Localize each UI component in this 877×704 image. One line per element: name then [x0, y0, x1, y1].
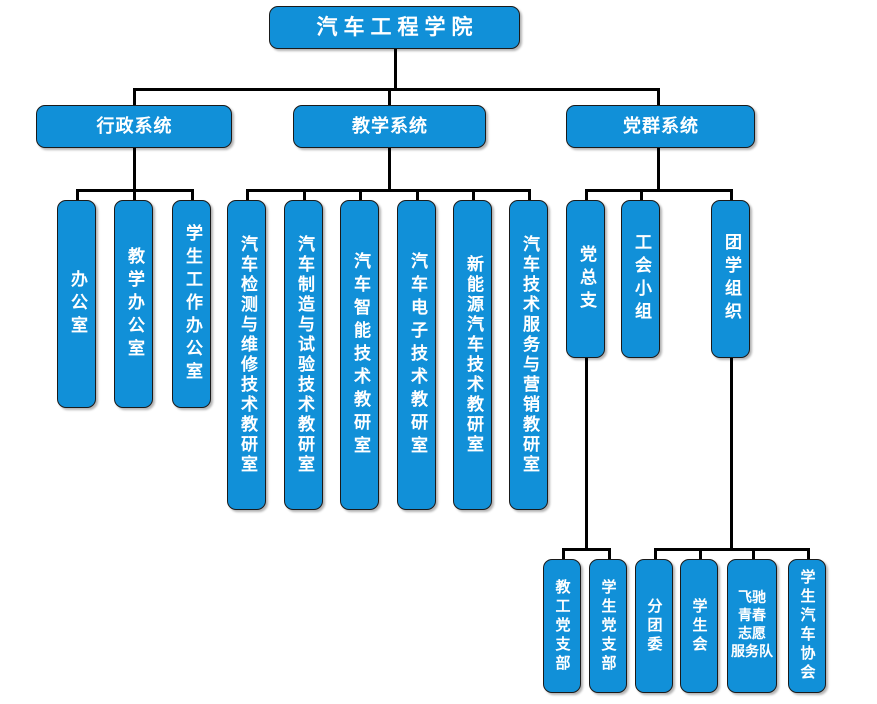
- connector-party-branch-child-1: [562, 548, 565, 560]
- node-teaching-unit-5[interactable]: 新能源汽车技术教研室: [453, 200, 492, 510]
- node-youth-unit-3-line-3: 志愿: [738, 626, 766, 642]
- connector-admin-stem: [133, 147, 136, 191]
- connector-teaching-child-6: [528, 189, 531, 202]
- connector-party-drop: [657, 88, 660, 106]
- node-party-branch-1[interactable]: 教工党支部: [543, 559, 581, 693]
- node-system-teaching[interactable]: 教学系统: [293, 105, 486, 148]
- node-party-branch-2[interactable]: 学生党支部: [589, 559, 627, 693]
- connector-teaching-child-2: [303, 189, 306, 202]
- node-system-party[interactable]: 党群系统: [566, 105, 755, 148]
- connector-party-bar: [586, 189, 732, 192]
- connector-admin-child-2: [133, 189, 136, 202]
- connector-teaching-drop: [388, 88, 391, 106]
- connector-root-stem: [394, 48, 397, 90]
- connector-youth-child-3: [752, 548, 755, 560]
- connector-admin-drop: [133, 88, 136, 106]
- connector-teaching-child-4: [416, 189, 419, 202]
- node-teaching-unit-4[interactable]: 汽车电子技术教研室: [397, 200, 436, 510]
- connector-teaching-bar: [247, 189, 530, 192]
- node-youth-unit-1[interactable]: 分团委: [635, 559, 673, 693]
- node-admin-unit-3[interactable]: 学生工作办公室: [172, 200, 211, 408]
- connector-teaching-child-1: [246, 189, 249, 202]
- node-admin-unit-2[interactable]: 教学办公室: [114, 200, 153, 408]
- connector-level2-bar: [134, 88, 659, 91]
- connector-youth-child-4: [807, 548, 810, 560]
- connector-youth-stem: [730, 358, 733, 550]
- node-party-unit-2[interactable]: 工会小组: [621, 200, 660, 358]
- node-system-admin[interactable]: 行政系统: [36, 105, 232, 148]
- connector-party-child-3: [730, 189, 733, 202]
- connector-youth-child-2: [699, 548, 702, 560]
- connector-teaching-child-5: [472, 189, 475, 202]
- node-youth-unit-2[interactable]: 学生会: [680, 559, 718, 693]
- node-youth-unit-4[interactable]: 学生汽车协会: [788, 559, 826, 693]
- connector-party-child-2: [640, 189, 643, 202]
- connector-admin-child-1: [76, 189, 79, 202]
- node-teaching-unit-2[interactable]: 汽车制造与试验技术教研室: [284, 200, 323, 510]
- node-youth-unit-3-line-1: 飞驰: [738, 590, 766, 607]
- node-youth-unit-3-line-4: 服务队: [731, 643, 773, 660]
- node-teaching-unit-3[interactable]: 汽车智能技术教研室: [340, 200, 379, 510]
- connector-teaching-child-3: [359, 189, 362, 202]
- connector-party-branch-stem: [585, 358, 588, 550]
- node-party-unit-3[interactable]: 团学组织: [711, 200, 750, 358]
- connector-party-branch-bar: [563, 548, 609, 551]
- node-youth-unit-3-line-2: 青春: [738, 608, 766, 625]
- node-root[interactable]: 汽车工程学院: [269, 6, 520, 49]
- connector-party-stem: [657, 147, 660, 191]
- connector-youth-child-1: [654, 548, 657, 560]
- connector-teaching-stem: [388, 147, 391, 191]
- node-teaching-unit-6[interactable]: 汽车技术服务与营销教研室: [509, 200, 548, 510]
- connector-party-branch-child-2: [608, 548, 611, 560]
- connector-youth-bar: [655, 548, 808, 551]
- connector-admin-child-3: [191, 189, 194, 202]
- node-party-unit-1[interactable]: 党总支: [566, 200, 605, 358]
- node-teaching-unit-1[interactable]: 汽车检测与维修技术教研室: [227, 200, 266, 510]
- node-admin-unit-1[interactable]: 办公室: [57, 200, 96, 408]
- connector-party-child-1: [585, 189, 588, 202]
- node-youth-unit-3[interactable]: 飞驰 青春 志愿 服务队: [727, 559, 777, 693]
